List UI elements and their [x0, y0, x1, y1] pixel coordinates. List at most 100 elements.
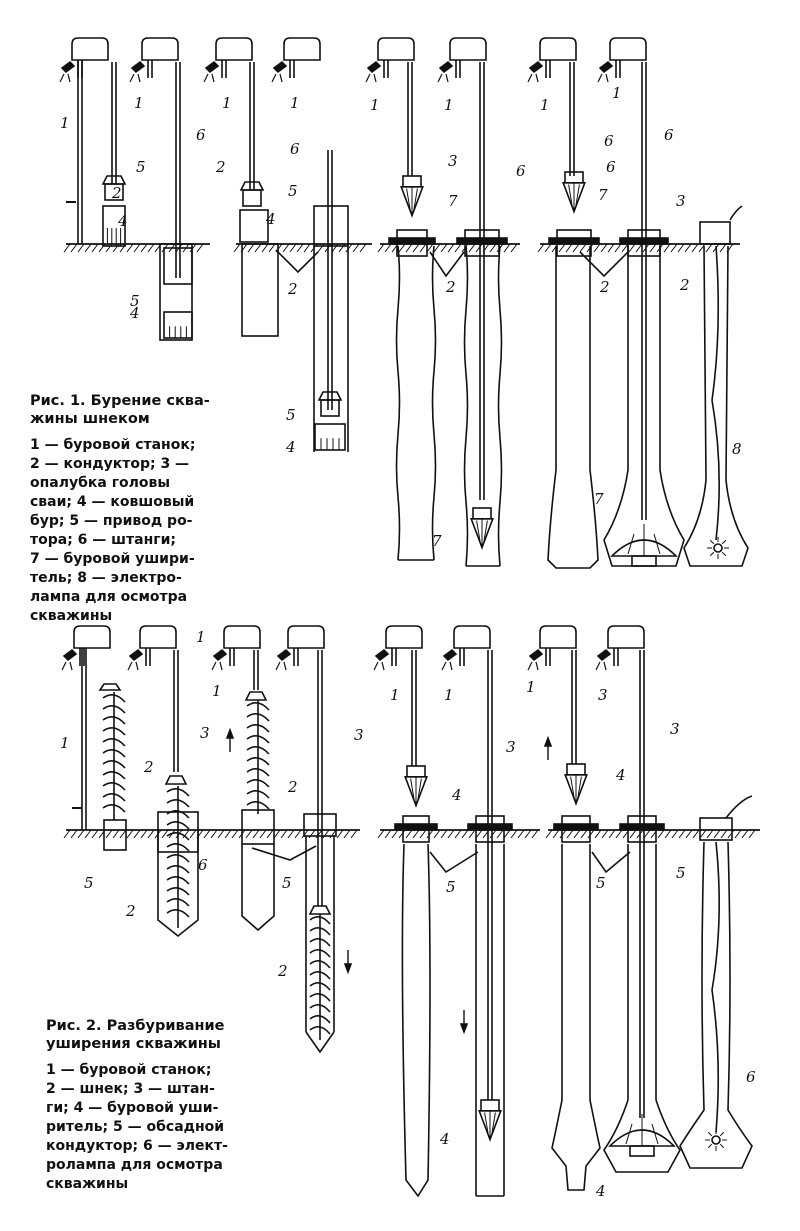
figure-2-legend-line: ролампа для осмотра: [46, 1157, 223, 1173]
ground-hatch: [678, 829, 686, 839]
ground-hatch: [273, 829, 281, 839]
underreamer-body: [476, 520, 481, 543]
conductor-casing: [627, 229, 661, 257]
figure-2-legend-line: ги; 4 — буровой уши-: [46, 1100, 219, 1116]
ground-hatch: [600, 243, 608, 253]
callout-label: 4: [265, 210, 276, 228]
ground-hatch: [398, 829, 406, 839]
callout-label: 4: [117, 212, 128, 230]
callout-label: 2: [599, 278, 610, 296]
figure-2-title-line: Рис. 2. Разбуривание: [46, 1018, 225, 1034]
callout-label: 1: [212, 682, 222, 700]
drilling-rig: [539, 37, 577, 61]
auger-flight: [166, 832, 190, 841]
lamp-ray: [719, 1143, 725, 1149]
ground-hatch: [727, 829, 735, 839]
rig-lever-icon: [438, 60, 454, 74]
ground-hatch: [282, 243, 290, 253]
conductor-flange: [619, 237, 669, 245]
ground-hatch: [419, 243, 427, 253]
auger-cap: [164, 775, 188, 785]
conductor-flange: [388, 237, 436, 245]
auger-cap: [98, 683, 122, 691]
underreamer-head: [402, 175, 422, 188]
conductor-casing: [396, 229, 428, 257]
ground-hatch: [419, 829, 427, 839]
ground-hatch: [579, 243, 587, 253]
well-bore-wall: [241, 844, 275, 932]
auger-flight: [309, 1004, 331, 1013]
rig-lever-icon: [535, 73, 539, 83]
lamp-ray: [707, 1143, 713, 1149]
rig-lever-icon: [69, 661, 73, 671]
rotor-drive: [242, 189, 262, 207]
callout-label: 3: [506, 738, 516, 756]
auger-flight: [309, 938, 331, 947]
conductor-flange: [553, 823, 599, 831]
auger-flight: [309, 927, 331, 936]
auger-flight: [166, 887, 190, 896]
auger-flight: [166, 843, 190, 852]
figure-1-legend-line: бур; 5 — привод ро-: [30, 513, 193, 529]
rig-lever-icon: [596, 648, 612, 662]
ground-hatch: [203, 829, 211, 839]
ground-hatch: [119, 829, 127, 839]
rig-lever-icon: [276, 648, 292, 662]
drilling-rig: [223, 625, 261, 649]
callout-label: 5: [286, 406, 296, 424]
conductor-casing: [313, 205, 349, 247]
auger-flight: [102, 782, 126, 791]
rig-lever-icon: [211, 661, 217, 671]
underreamer-body: [406, 188, 411, 211]
underreamer-open: [651, 1123, 659, 1145]
drilling-rig: [287, 625, 325, 649]
auger-flight: [166, 788, 190, 797]
figure-1-title-line: Рис. 1. Бурение сква-: [30, 393, 210, 409]
figure-1-title-line: жины шнеком: [30, 411, 150, 427]
ground-hatch: [412, 829, 420, 839]
ground-hatch: [719, 243, 727, 253]
bucket-auger: [102, 205, 126, 247]
callout-label: 2: [143, 758, 154, 776]
ground-hatch: [133, 243, 141, 253]
auger-flight: [309, 916, 331, 925]
rig-lever-icon: [441, 661, 447, 671]
figure-2-title-line: уширения скважины: [46, 1036, 221, 1052]
figure-2-drawing: [61, 625, 760, 1198]
auger-flight: [246, 724, 270, 733]
callout-label: 2: [215, 158, 226, 176]
ground-hatch: [713, 829, 721, 839]
auger-flight: [102, 738, 126, 747]
underreamer-body: [417, 778, 422, 801]
casing-pointer: [429, 851, 479, 874]
rig-lever-icon: [528, 60, 544, 74]
ground-hatch: [671, 829, 679, 839]
ground-hatch: [217, 829, 225, 839]
ground-hatch: [126, 829, 134, 839]
drilling-rig: [71, 37, 109, 61]
ground-hatch: [140, 829, 148, 839]
lamp-cable: [711, 841, 720, 1133]
auger-cap: [244, 691, 268, 701]
casing-conductor: [103, 819, 127, 851]
ground-hatch: [601, 829, 609, 839]
ground-hatch: [698, 243, 706, 253]
conductor-pointer: [579, 251, 629, 278]
conductor-casing: [556, 229, 592, 257]
rotor-drive: [101, 175, 127, 185]
well-bore-wall: [401, 843, 431, 1198]
motion-arrow: [459, 1023, 469, 1035]
rig-lever-icon: [598, 60, 614, 74]
figure-1-legend-line: лампа для осмотра: [30, 589, 188, 605]
ground-hatch: [537, 243, 545, 253]
auger-flight: [166, 810, 190, 819]
well-bore-shallow: [241, 243, 279, 337]
ground-hatch: [294, 829, 302, 839]
rig-lever-icon: [445, 73, 449, 83]
ground-hatch: [692, 829, 700, 839]
callout-label: 4: [439, 1130, 450, 1148]
ground-hatch: [454, 829, 462, 839]
ground-hatch: [91, 829, 99, 839]
ground-hatch: [210, 829, 218, 839]
callout-label: 6: [606, 158, 616, 176]
